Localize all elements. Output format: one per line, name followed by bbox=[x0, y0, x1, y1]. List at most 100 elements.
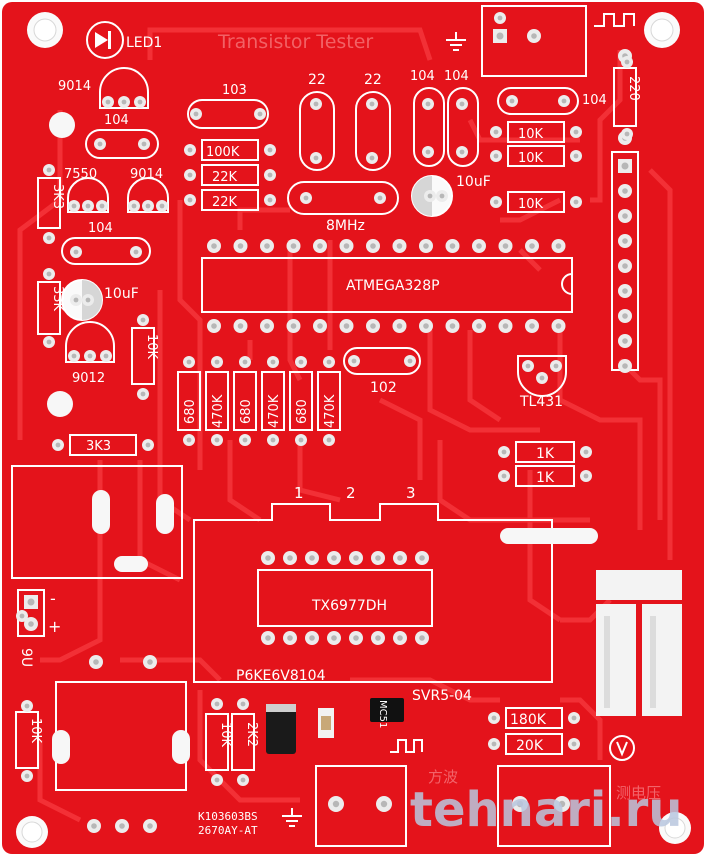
pad-hole bbox=[397, 555, 403, 561]
pad-hole bbox=[270, 359, 276, 365]
pad-hole bbox=[343, 323, 350, 329]
resistor-10k-bm: 10K bbox=[218, 722, 233, 748]
pad-hole bbox=[425, 101, 431, 107]
pad-hole bbox=[583, 449, 589, 455]
pad-hole bbox=[326, 437, 332, 443]
pad-hole bbox=[439, 193, 445, 199]
pad-hole bbox=[622, 288, 628, 294]
resistor-680-c: 680 bbox=[295, 399, 310, 424]
pad-hole bbox=[187, 172, 193, 178]
voltage-connector bbox=[497, 765, 611, 847]
pad-hole bbox=[525, 363, 531, 369]
pad-hole bbox=[353, 555, 359, 561]
squarewave-connector bbox=[315, 765, 407, 847]
pad-hole bbox=[622, 188, 628, 194]
pad-hole bbox=[423, 323, 429, 329]
pad-hole bbox=[491, 741, 497, 747]
pad-hole bbox=[242, 437, 248, 443]
pad-hole bbox=[141, 141, 147, 147]
lot-code-2: 2670AY-AT bbox=[198, 824, 258, 837]
pad-hole bbox=[326, 359, 332, 365]
pad-hole bbox=[211, 323, 217, 329]
cap-104-c-label: 104 bbox=[410, 69, 435, 84]
pad-hole bbox=[419, 635, 425, 641]
pad-hole bbox=[55, 442, 61, 448]
pad-hole bbox=[73, 249, 79, 255]
pad-hole bbox=[85, 203, 91, 209]
pad-hole bbox=[459, 149, 465, 155]
crystal-label: 8MHz bbox=[326, 218, 365, 234]
pad-hole bbox=[214, 777, 220, 783]
resistor-10k-b: 10K bbox=[518, 151, 544, 166]
cap-104-d-label: 104 bbox=[444, 69, 469, 84]
resistor-10k-c: 10K bbox=[518, 197, 544, 212]
pad-hole bbox=[24, 703, 30, 709]
cap-22-b-label: 22 bbox=[364, 72, 382, 88]
resistor-2k2: 2K2 bbox=[244, 722, 259, 747]
pad-hole bbox=[73, 297, 79, 303]
resistor-680-b: 680 bbox=[239, 399, 254, 424]
resistor-220: 220 bbox=[626, 76, 641, 101]
pad-hole bbox=[214, 701, 220, 707]
resistor-180k: 180K bbox=[510, 712, 547, 728]
pad-hole bbox=[531, 33, 537, 39]
pad-hole bbox=[493, 199, 499, 205]
resistor-1k-a: 1K bbox=[536, 446, 555, 462]
pad-hole bbox=[427, 193, 433, 199]
pad-hole bbox=[267, 172, 273, 178]
pad-hole bbox=[287, 555, 293, 561]
pad-hole bbox=[264, 323, 270, 329]
pad-hole bbox=[622, 313, 628, 319]
pad-hole bbox=[571, 715, 577, 721]
board-title: Transistor Tester bbox=[217, 31, 373, 53]
pad-hole bbox=[265, 555, 271, 561]
pad-hole bbox=[270, 437, 276, 443]
slot-hole-left bbox=[49, 112, 75, 138]
cap-22-a-label: 22 bbox=[308, 72, 326, 88]
pad-hole bbox=[211, 243, 217, 249]
square-wave-icon-bottom bbox=[390, 739, 423, 753]
resistor-1k-b: 1K bbox=[536, 470, 555, 486]
pad-hole bbox=[509, 98, 515, 104]
resistor-10k-v: 10K bbox=[144, 334, 159, 360]
pad-hole bbox=[501, 449, 507, 455]
transistor-9014-label: 9014 bbox=[58, 79, 91, 94]
pad-hole bbox=[105, 99, 111, 105]
pad-hole bbox=[303, 195, 309, 201]
pad-hole bbox=[265, 635, 271, 641]
test-port-2: 2 bbox=[346, 484, 356, 502]
led-footprint bbox=[86, 21, 124, 59]
pad-hole bbox=[573, 153, 579, 159]
tl431-footprint bbox=[517, 355, 567, 397]
pad-hole bbox=[621, 162, 629, 170]
pad-hole bbox=[622, 263, 628, 269]
resistor-3k3-v: 3K3 bbox=[50, 184, 65, 209]
cap-102-label: 102 bbox=[370, 380, 397, 396]
pad-hole bbox=[351, 358, 357, 364]
pad-hole bbox=[131, 203, 137, 209]
resistor-470k-a: 470K bbox=[211, 394, 226, 428]
pad-hole bbox=[558, 800, 566, 808]
lcd-driver-footprint bbox=[257, 569, 433, 627]
pad-hole bbox=[491, 715, 497, 721]
pad-hole bbox=[573, 199, 579, 205]
pad-hole bbox=[242, 359, 248, 365]
resistor-33k: 33K bbox=[50, 286, 65, 312]
pad-hole bbox=[539, 375, 545, 381]
tvs-diode bbox=[266, 704, 296, 754]
pad-hole bbox=[147, 823, 153, 829]
pad-hole bbox=[85, 297, 91, 303]
cap-10uf-left-label: 10uF bbox=[104, 286, 139, 302]
cap-104-b-label: 104 bbox=[88, 221, 113, 236]
pad-hole bbox=[290, 323, 297, 329]
top-connector bbox=[481, 5, 587, 77]
pad-hole bbox=[214, 359, 220, 365]
resistor-22k-b: 22K bbox=[212, 195, 238, 210]
resistor-470k-c: 470K bbox=[323, 394, 338, 428]
voltmeter-icon bbox=[609, 735, 635, 761]
pad-hole bbox=[624, 59, 630, 65]
pad-hole bbox=[332, 800, 340, 808]
pad-hole bbox=[476, 323, 482, 329]
pad-hole bbox=[331, 555, 337, 561]
